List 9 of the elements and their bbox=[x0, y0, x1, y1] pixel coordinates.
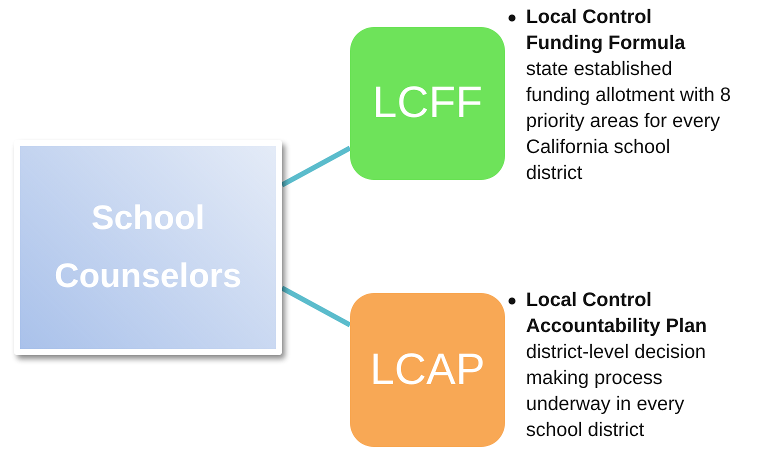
connector-line bbox=[280, 146, 352, 188]
rounded-box bbox=[350, 27, 505, 180]
rounded-box bbox=[350, 293, 505, 447]
description-text: state established funding allotment with 8 priority areas for every California school district bbox=[526, 57, 731, 186]
node-label: LCFF bbox=[372, 77, 484, 130]
description-text: district-level decision making process underway in every school district bbox=[526, 340, 707, 443]
connector-line bbox=[280, 286, 352, 328]
node-label: School Counselors bbox=[53, 198, 243, 296]
node-label: LCAP bbox=[369, 344, 486, 396]
